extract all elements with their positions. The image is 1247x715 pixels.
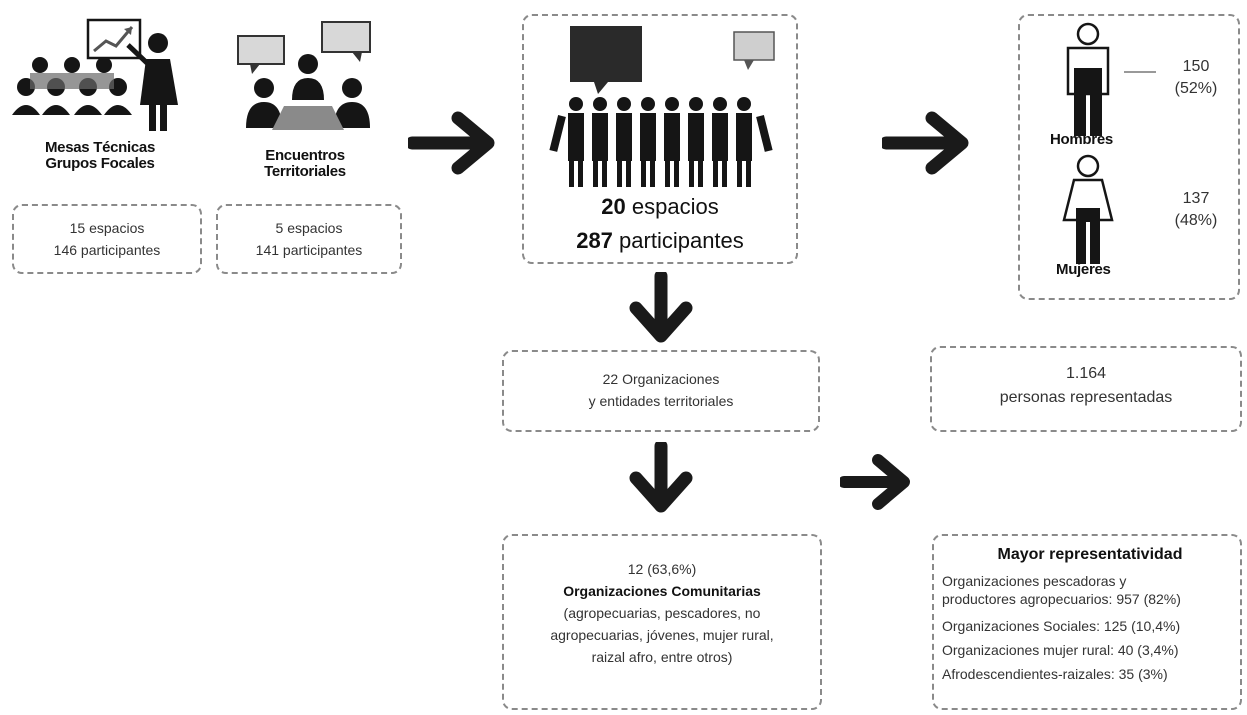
organizaciones-line1: 22 Organizaciones	[602, 371, 720, 387]
mujeres-count: 137	[1182, 190, 1210, 207]
representatividad-box: Mayor representatividad Organizaciones p…	[932, 534, 1242, 710]
organizaciones-box: 22 Organizaciones y entidades territoria…	[502, 350, 820, 432]
representatividad-item: Afrodescendientes-raizales: 35 (3%)	[942, 666, 1168, 682]
comunitarias-line1: (agropecuarias, pescadores, no	[563, 605, 761, 621]
total-participantes: 287 participantes	[524, 224, 796, 258]
personas-count: 1.164	[1065, 365, 1107, 382]
hombres-pct: (52%)	[1174, 80, 1218, 97]
encuentros-label-line2: Territoriales	[264, 163, 346, 180]
representatividad-item: productores agropecuarios: 957 (82%)	[942, 591, 1181, 607]
hombres-stats: 150 (52%)	[1166, 56, 1226, 100]
mesas-espacios: 15 espacios	[69, 220, 145, 236]
comunitarias-box: 12 (63,6%) Organizaciones Comunitarias (…	[502, 534, 822, 710]
total-box: 20 espacios 287 participantes	[522, 14, 798, 264]
total-espacios-num: 20	[601, 194, 626, 219]
representatividad-item: Organizaciones pescadoras y	[942, 573, 1127, 589]
arrow-right-icon	[840, 454, 910, 510]
hombres-label: Hombres	[1050, 131, 1113, 148]
mesas-label-line1: Mesas Técnicas	[44, 139, 156, 156]
comunitarias-title: Organizaciones Comunitarias	[563, 583, 761, 599]
hombres-count: 150	[1182, 58, 1210, 75]
encuentros-participantes: 141 participantes	[255, 242, 363, 258]
comunitarias-count: 12 (63,6%)	[627, 561, 697, 577]
total-espacios-word: espacios	[625, 194, 719, 219]
arrow-down-icon	[629, 272, 693, 343]
encuentros-label-line1: Encuentros	[265, 147, 345, 164]
man-icon	[1066, 22, 1110, 136]
mesas-participantes: 146 participantes	[53, 242, 161, 258]
representatividad-item: Organizaciones Sociales: 125 (10,4%)	[942, 618, 1181, 634]
encuentros-label: Encuentros Territoriales	[230, 148, 380, 180]
encuentros-stats-box: 5 espacios 141 participantes	[216, 204, 402, 274]
total-espacios: 20 espacios	[524, 190, 796, 224]
total-participantes-word: participantes	[612, 228, 744, 253]
mujeres-stats: 137 (48%)	[1166, 188, 1226, 232]
representatividad-item: Organizaciones mujer rural: 40 (3,4%)	[942, 642, 1179, 658]
total-stats: 20 espacios 287 participantes	[524, 190, 796, 258]
crowd-icon	[549, 26, 775, 187]
comunitarias-line2: agropecuarias, jóvenes, mujer rural,	[550, 627, 774, 643]
woman-icon	[1062, 154, 1114, 264]
mesas-label: Mesas Técnicas Grupos Focales	[20, 140, 180, 172]
arrow-down-icon	[629, 442, 693, 513]
encuentros-espacios: 5 espacios	[275, 220, 343, 236]
arrow-right-icon	[882, 111, 969, 175]
representatividad-title: Mayor representatividad	[997, 546, 1183, 563]
mesas-stats-box: 15 espacios 146 participantes	[12, 204, 202, 274]
mesas-label-line2: Grupos Focales	[45, 155, 155, 172]
organizaciones-line2: y entidades territoriales	[588, 393, 734, 409]
comunitarias-line3: raizal afro, entre otros)	[591, 649, 733, 665]
personas-box: 1.164 personas representadas	[930, 346, 1242, 432]
gender-box: Hombres 150 (52%) Mujeres 137 (48%)	[1018, 14, 1240, 300]
arrow-right-icon	[408, 111, 495, 175]
hombres-leader	[1124, 71, 1156, 73]
meeting-icon	[237, 21, 371, 130]
mujeres-label: Mujeres	[1056, 261, 1111, 278]
mujeres-pct: (48%)	[1174, 212, 1218, 229]
personas-label: personas representadas	[999, 389, 1173, 406]
total-participantes-num: 287	[576, 228, 613, 253]
group-presentation-icon	[12, 18, 178, 131]
